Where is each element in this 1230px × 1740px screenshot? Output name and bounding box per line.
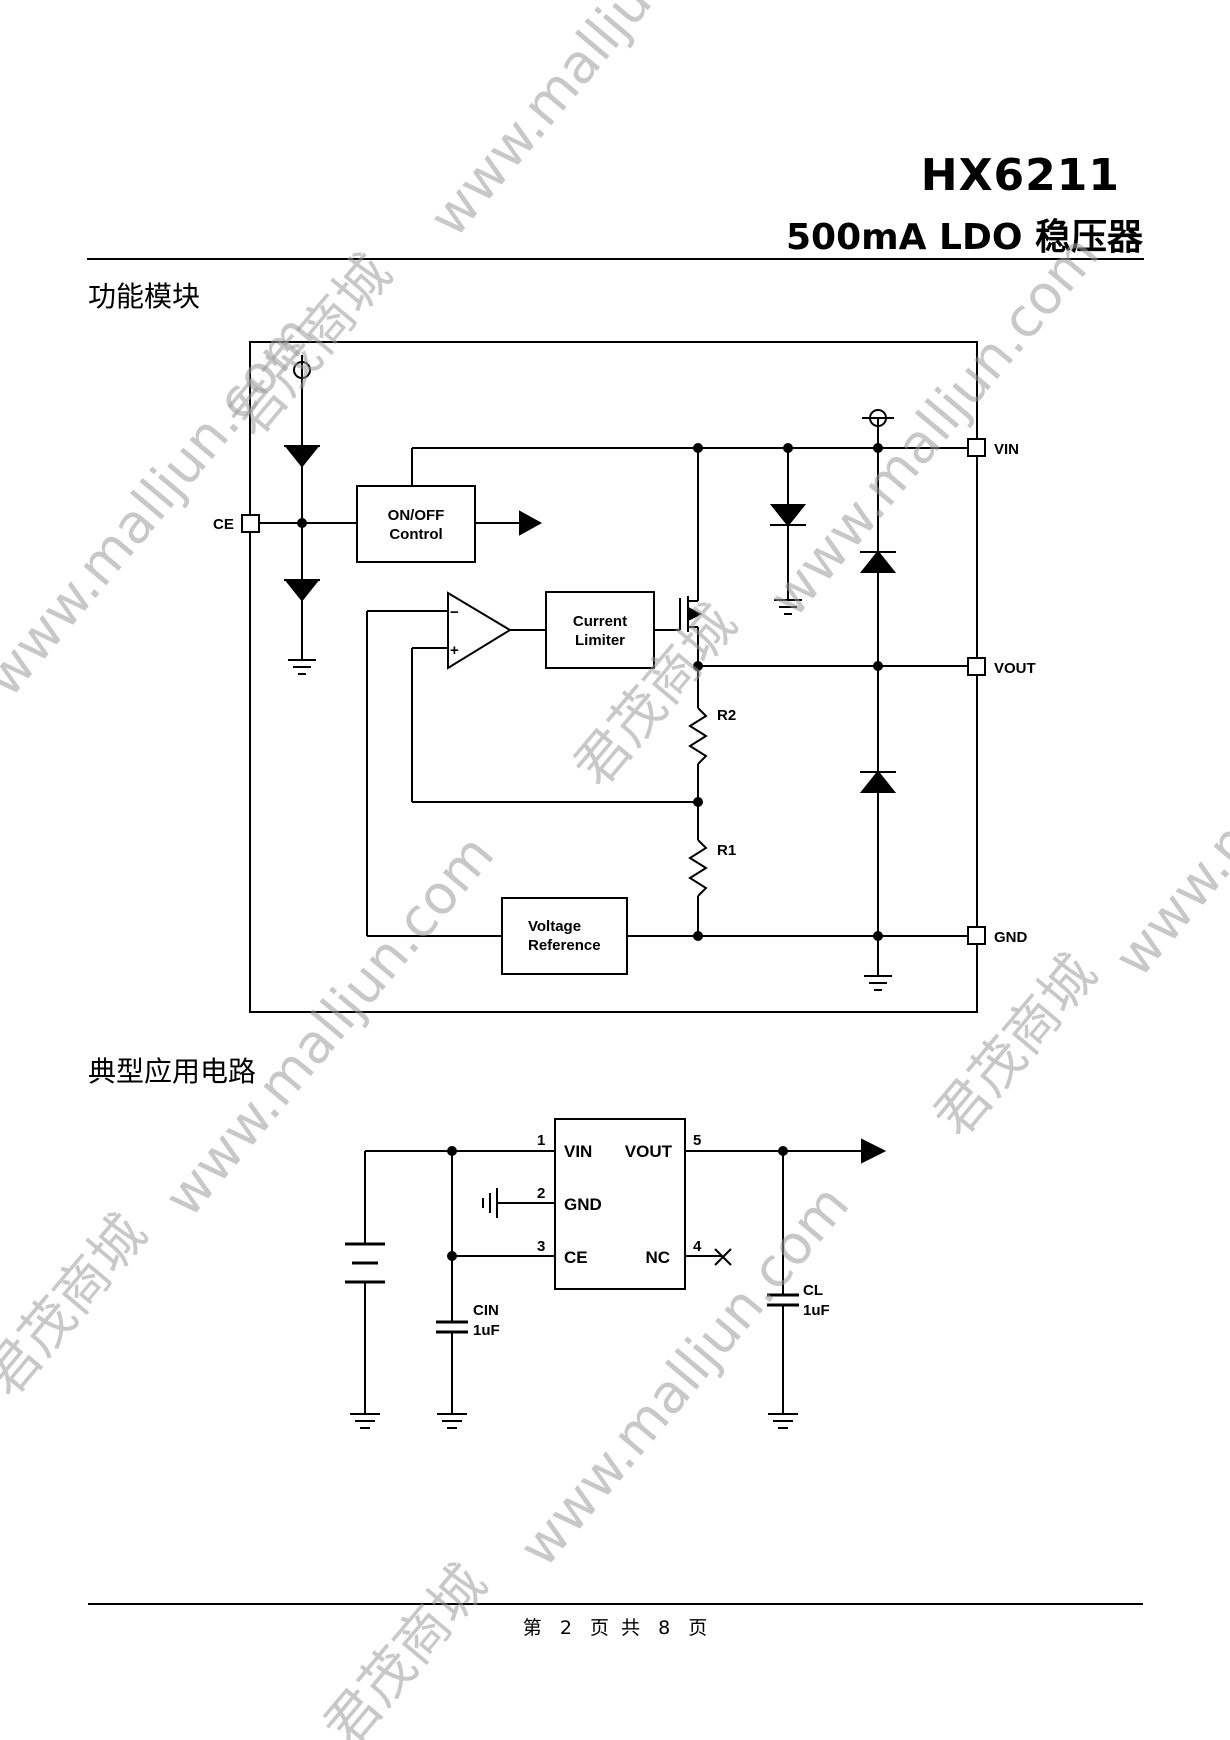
pin-num-5: 5 [693, 1132, 701, 1149]
pin-label-vin: VIN [994, 441, 1019, 458]
pin-num-2: 2 [537, 1185, 545, 1202]
pin-vout [967, 657, 986, 676]
cin-value: 1uF [473, 1322, 500, 1339]
section-title-app-circuit: 典型应用电路 [88, 1055, 257, 1088]
footer-total-pages: 8 [658, 1617, 671, 1639]
part-subtitle: 500mA LDO 稳压器 [785, 217, 1143, 258]
onoff-label-2: Control [389, 526, 442, 543]
footer-page-number: 2 [559, 1617, 572, 1639]
cl-value: 1uF [803, 1302, 830, 1319]
chip-outline [249, 341, 978, 1013]
pin-label-gnd: GND [994, 929, 1028, 946]
pin-name-vin: VIN [564, 1142, 592, 1161]
pin-ce [241, 514, 260, 533]
footer-mid: 页 共 [589, 1617, 641, 1639]
output-arrow-icon [861, 1138, 887, 1164]
onoff-label-1: ON/OFF [388, 507, 445, 524]
vref-label-1: Voltage [528, 918, 581, 935]
cl-name: CL [803, 1282, 823, 1299]
section-title-block-diagram: 功能模块 [88, 280, 201, 313]
r1-label: R1 [717, 842, 736, 859]
opamp-plus: + [450, 642, 459, 659]
diode-icon [859, 550, 897, 573]
pin-num-4: 4 [693, 1238, 702, 1255]
pin-name-nc: NC [645, 1248, 670, 1267]
pin-num-3: 3 [537, 1238, 545, 1255]
pin-gnd [967, 926, 986, 945]
vref-label-2: Reference [528, 937, 601, 954]
pin-name-vout: VOUT [625, 1142, 673, 1161]
diode-icon [769, 504, 807, 527]
limiter-label-2: Limiter [575, 632, 625, 649]
arrow-right-icon [519, 510, 543, 536]
pin-num-1: 1 [537, 1132, 545, 1149]
cin-name: CIN [473, 1302, 499, 1319]
pin-name-ce: CE [564, 1248, 588, 1267]
r2-label: R2 [717, 707, 736, 724]
error-amplifier [447, 591, 512, 670]
pin-name-gnd: GND [564, 1195, 602, 1214]
resistor-r2 [688, 707, 708, 765]
pin-label-vout: VOUT [994, 660, 1036, 677]
limiter-label-1: Current [573, 613, 627, 630]
page-footer: 第 2 页 共 8 页 [0, 1613, 1230, 1640]
pin-vin [967, 438, 986, 457]
pin-label-ce: CE [213, 516, 234, 533]
diode-icon [859, 770, 897, 793]
opamp-minus: − [450, 604, 459, 621]
footer-prefix: 第 [522, 1617, 542, 1639]
resistor-r1 [688, 839, 708, 897]
header-rule [87, 258, 1144, 260]
part-number: HX6211 [920, 150, 1120, 201]
footer-suffix: 页 [688, 1617, 708, 1639]
footer-rule [88, 1603, 1143, 1605]
